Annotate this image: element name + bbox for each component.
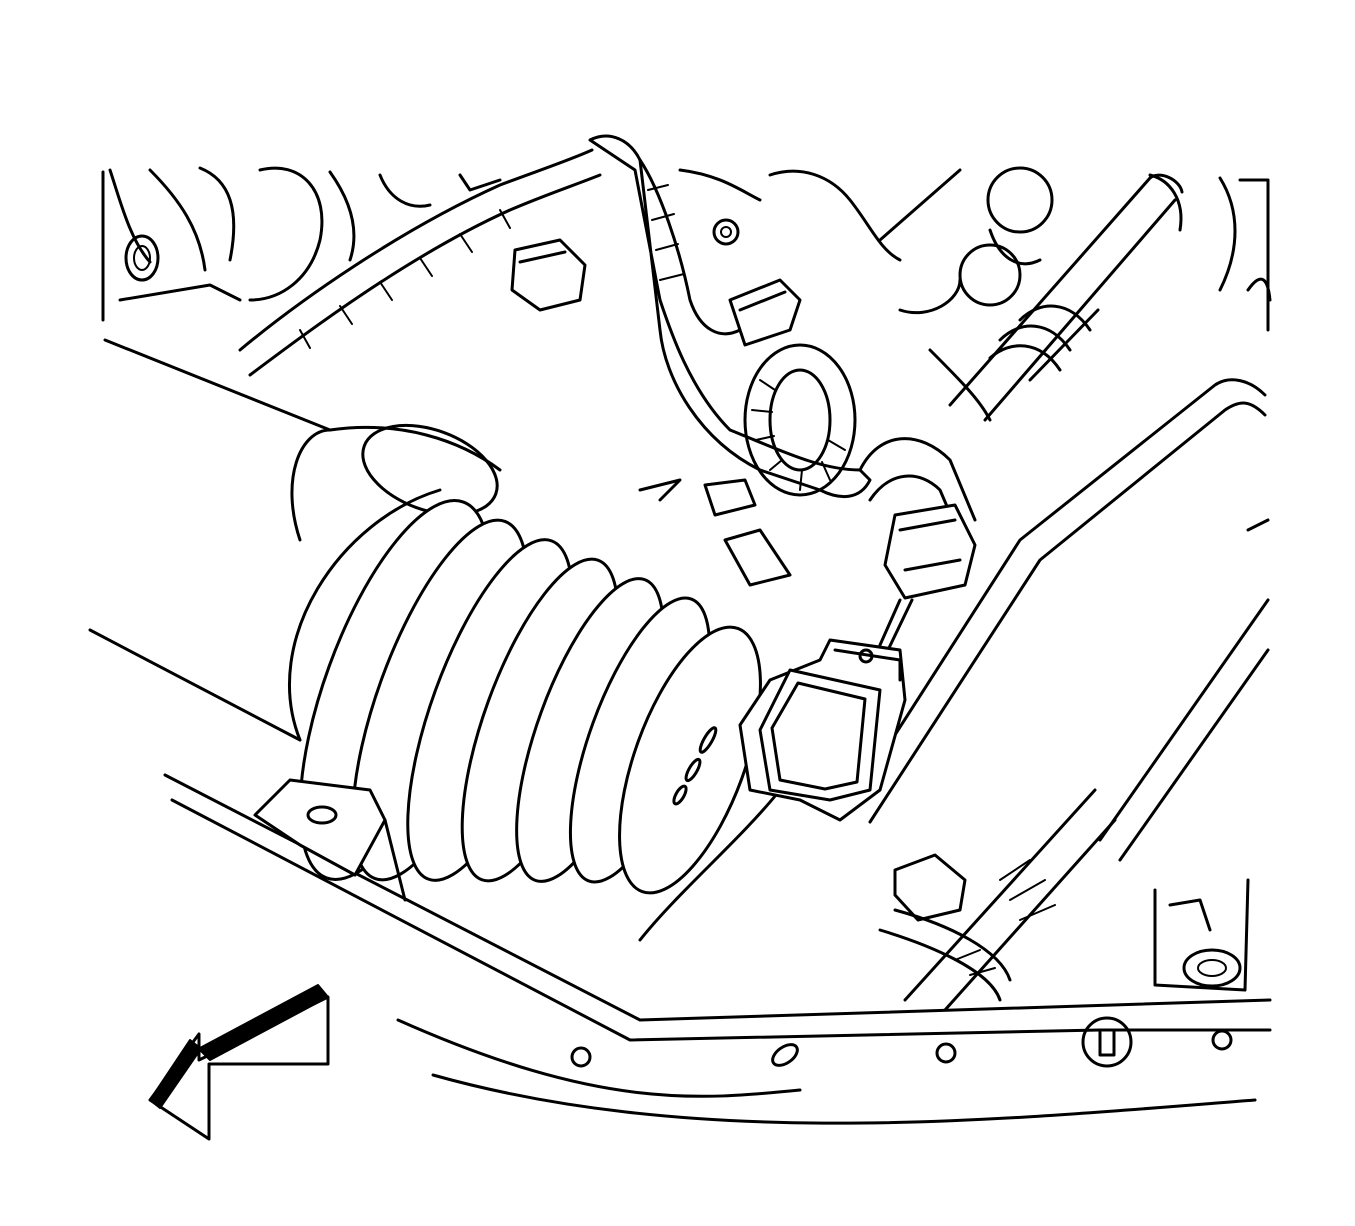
hose-clamp — [878, 853, 1056, 1002]
bellows-boot — [298, 499, 782, 942]
air-intake-duct — [88, 423, 502, 742]
harness-clips — [638, 478, 792, 587]
forward-direction-arrow — [148, 984, 330, 1141]
duct-mount-bracket — [253, 778, 407, 902]
mass-airflow-sensor — [672, 638, 907, 822]
engine-background — [101, 166, 1270, 422]
wiring-harness — [238, 134, 977, 527]
coolant-hose — [948, 173, 1184, 422]
sensor-electrical-connector — [878, 503, 977, 652]
harness-connector — [510, 238, 802, 347]
